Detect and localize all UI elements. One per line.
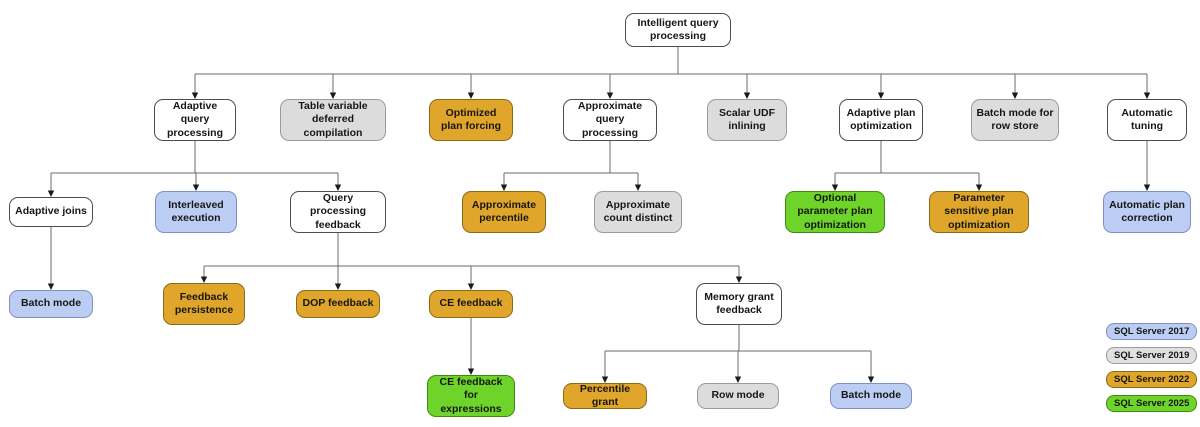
node-aqpr: Approximate query processing	[563, 99, 657, 141]
node-cefe: CE feedback for expressions	[427, 375, 515, 417]
legend-item-2025: SQL Server 2025	[1106, 395, 1198, 412]
node-oppo: Optional parameter plan optimization	[785, 191, 885, 233]
node-mgf: Memory grant feedback	[696, 283, 782, 325]
node-apo: Adaptive plan optimization	[839, 99, 923, 141]
node-aqp: Adaptive query processing	[154, 99, 236, 141]
node-ie: Interleaved execution	[155, 191, 237, 233]
node-cef: CE feedback	[429, 290, 513, 318]
node-bmrs: Batch mode for row store	[971, 99, 1059, 141]
node-fp: Feedback persistence	[163, 283, 245, 325]
node-pspo: Parameter sensitive plan optimization	[929, 191, 1029, 233]
node-aj: Adaptive joins	[9, 197, 93, 227]
node-rm: Row mode	[697, 383, 779, 409]
legend-item-2017: SQL Server 2017	[1106, 323, 1198, 340]
node-apc: Automatic plan correction	[1103, 191, 1191, 233]
legend-item-2019: SQL Server 2019	[1106, 347, 1198, 364]
node-qpf: Query processing feedback	[290, 191, 386, 233]
node-ap: Approximate percentile	[462, 191, 546, 233]
node-bm2: Batch mode	[830, 383, 912, 409]
node-pg: Percentile grant	[563, 383, 647, 409]
node-root: Intelligent query processing	[625, 13, 731, 47]
node-opf: Optimized plan forcing	[429, 99, 513, 141]
node-acd: Approximate count distinct	[594, 191, 682, 233]
node-dop: DOP feedback	[296, 290, 380, 318]
node-at: Automatic tuning	[1107, 99, 1187, 141]
node-tvdc: Table variable deferred compilation	[280, 99, 386, 141]
node-sudf: Scalar UDF inlining	[707, 99, 787, 141]
node-bm1: Batch mode	[9, 290, 93, 318]
legend-item-2022: SQL Server 2022	[1106, 371, 1198, 388]
